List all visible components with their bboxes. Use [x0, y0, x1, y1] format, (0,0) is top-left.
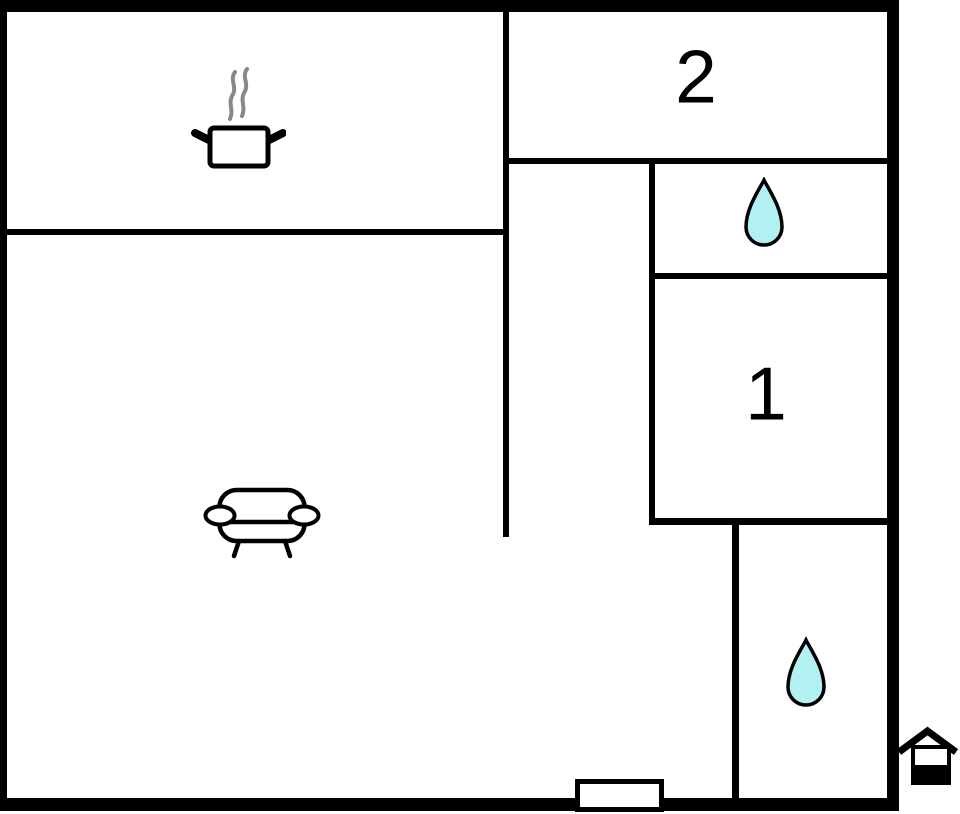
- wall-bedroom1-left: [649, 158, 655, 524]
- wall-bathroom-lower-left: [732, 518, 739, 811]
- entrance-door: [575, 779, 664, 812]
- water-drop-icon: [744, 177, 784, 247]
- wall-bathroom-upper-bottom: [649, 273, 899, 279]
- plan-outer-walls: [0, 0, 899, 811]
- wall-bedroom2-bottom: [503, 158, 899, 164]
- cooking-pot-icon: [191, 67, 286, 169]
- wall-bedroom1-bottom: [649, 518, 899, 525]
- sofa-icon: [203, 487, 321, 559]
- steam-icon: [228, 67, 249, 121]
- entrance-house-icon: [897, 726, 958, 785]
- wall-kitchen-living: [0, 229, 509, 235]
- bedroom-1-label: 1: [745, 351, 787, 436]
- bedroom-2-label: 2: [675, 34, 717, 119]
- room-hallway: [509, 164, 649, 537]
- wall-hallway-left: [503, 0, 509, 537]
- water-drop-icon: [786, 636, 826, 707]
